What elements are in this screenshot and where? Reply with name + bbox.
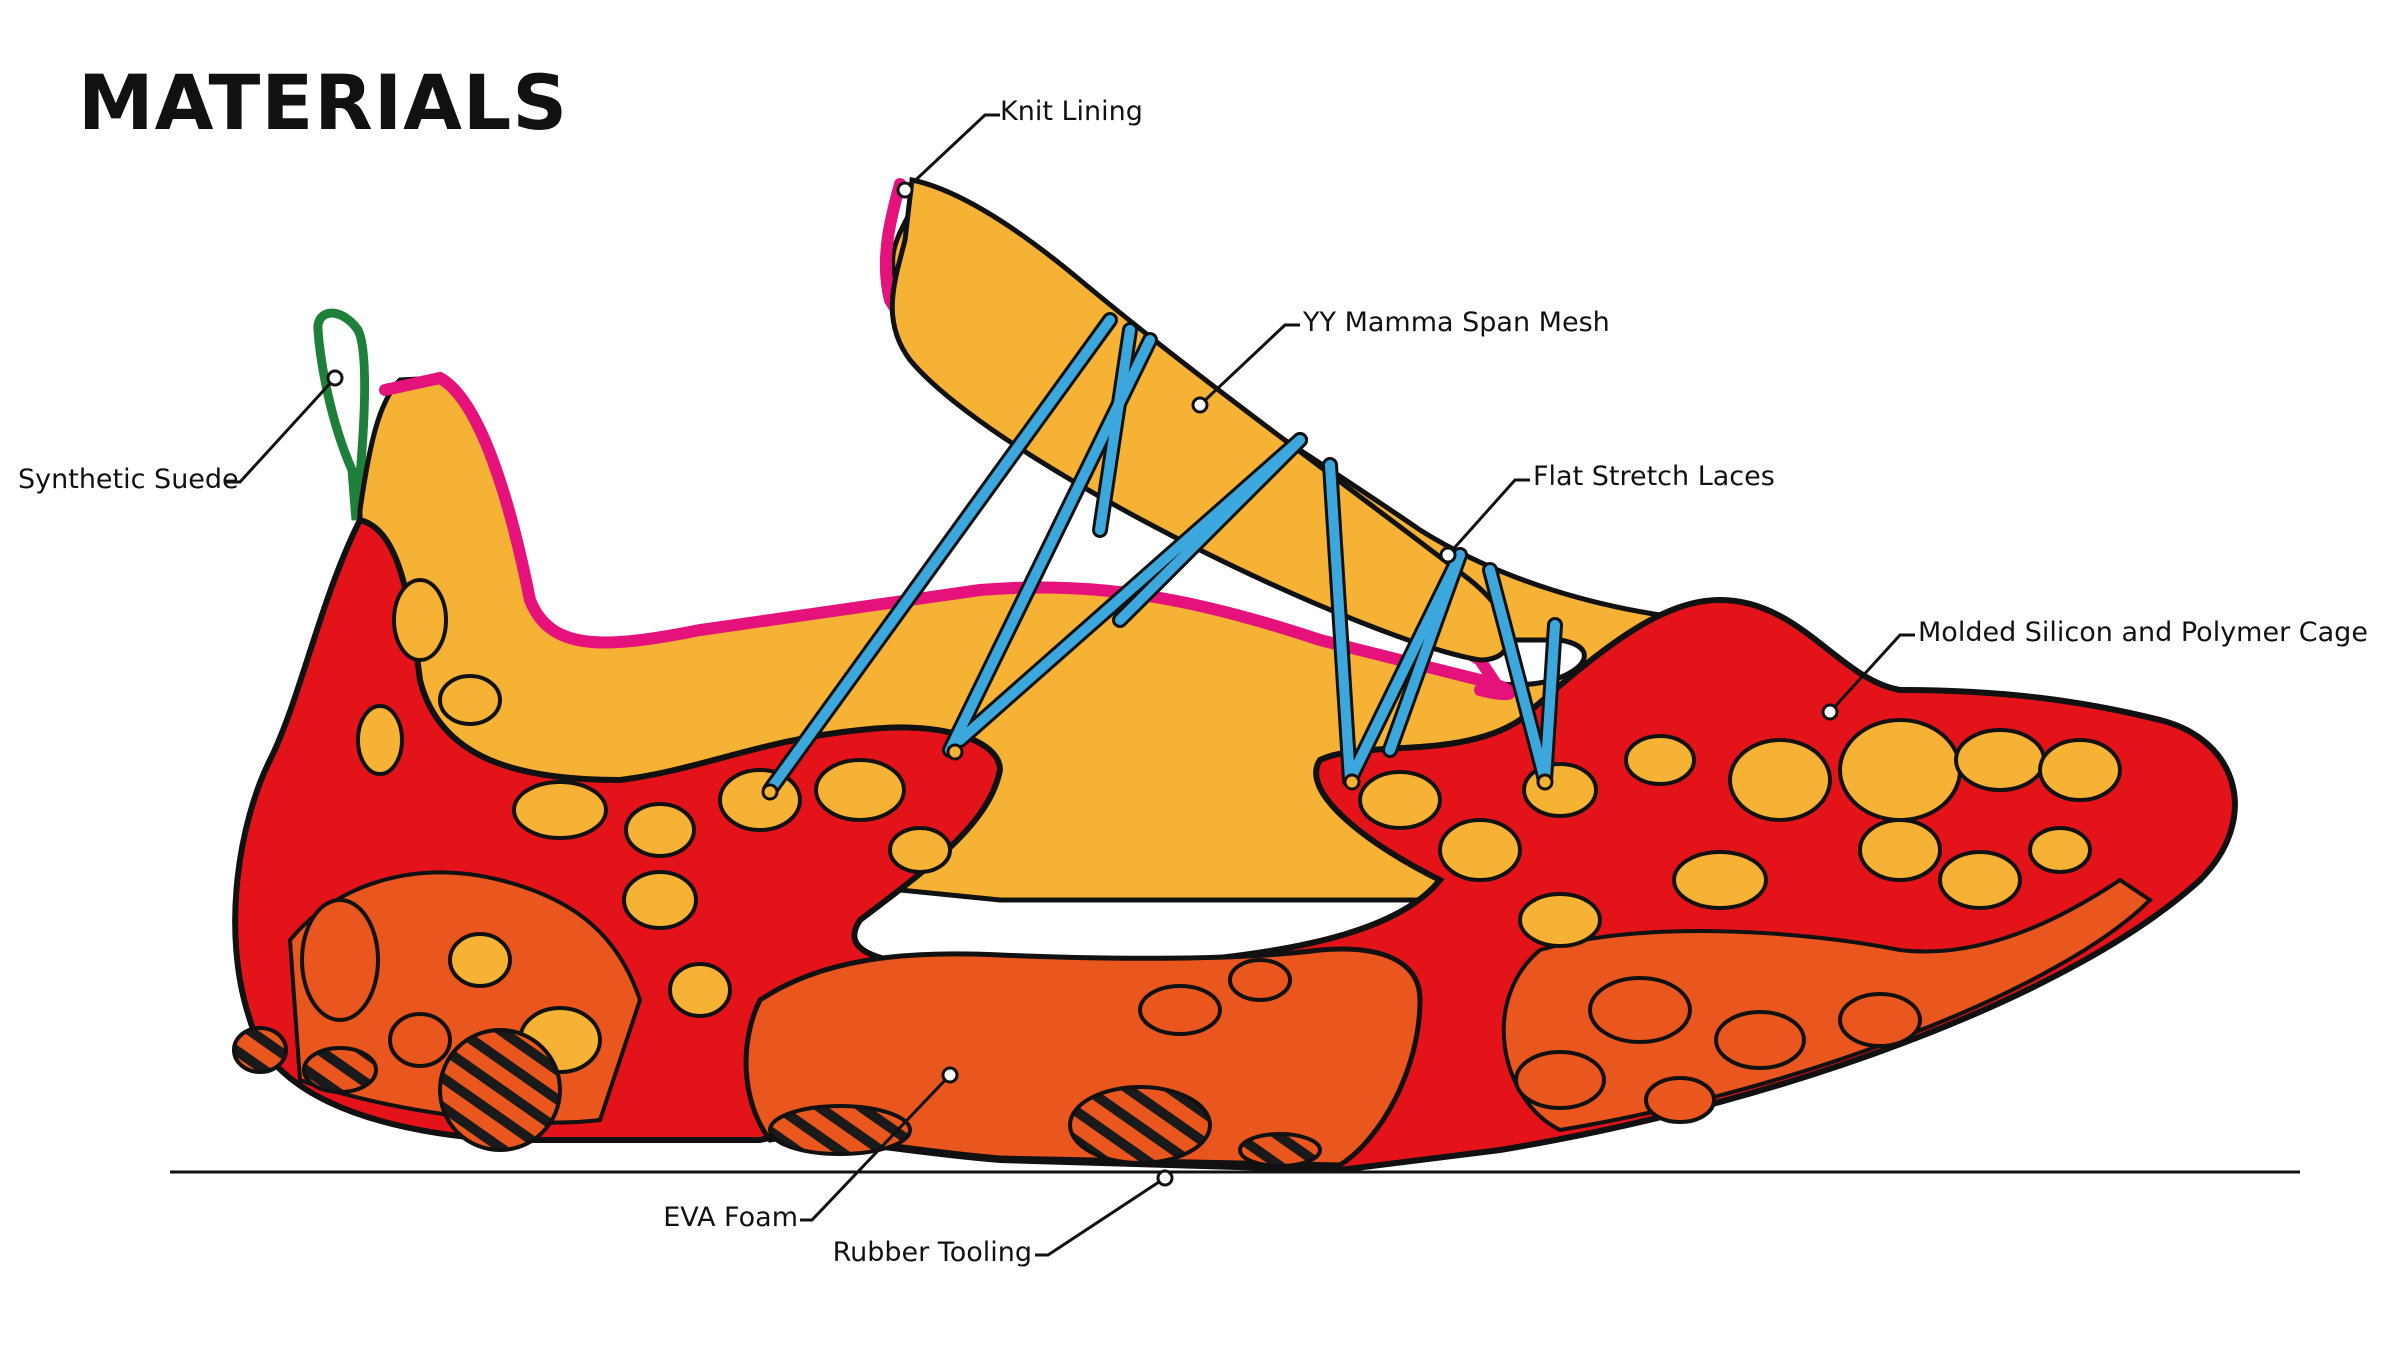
label-mesh: YY Mamma Span Mesh [1303, 307, 1610, 338]
rubber-tooling [232, 1026, 1322, 1168]
page-title: MATERIALS [78, 58, 569, 147]
label-cage: Molded Silicon and Polymer Cage [1918, 617, 2368, 648]
forefoot-foam [1501, 877, 2154, 1133]
label-rubber: Rubber Tooling [832, 1237, 1032, 1268]
tongue [889, 176, 1512, 663]
heel-pull-tab [313, 308, 370, 521]
label-laces: Flat Stretch Laces [1533, 461, 1775, 492]
knit-lining-stripe [379, 371, 1516, 701]
label-knit-lining: Knit Lining [1000, 96, 1143, 127]
eyelets [761, 743, 1554, 801]
leader-cage [1828, 633, 1915, 714]
leader-mesh [1198, 323, 1300, 407]
cage-holes [356, 578, 2122, 1074]
leader-laces [1446, 478, 1530, 556]
cage-holes-foam [300, 898, 1922, 1124]
flat-stretch-laces-fill [765, 315, 1560, 795]
leader-rubber [1035, 1176, 1166, 1257]
label-eva: EVA Foam [663, 1202, 798, 1233]
leader-lines [225, 113, 1915, 1257]
leader-dots [326, 181, 1839, 1187]
label-suede: Synthetic Suede [18, 464, 239, 495]
leader-knit-lining [903, 113, 1000, 192]
leader-suede [225, 376, 337, 484]
leader-eva [800, 1073, 952, 1222]
